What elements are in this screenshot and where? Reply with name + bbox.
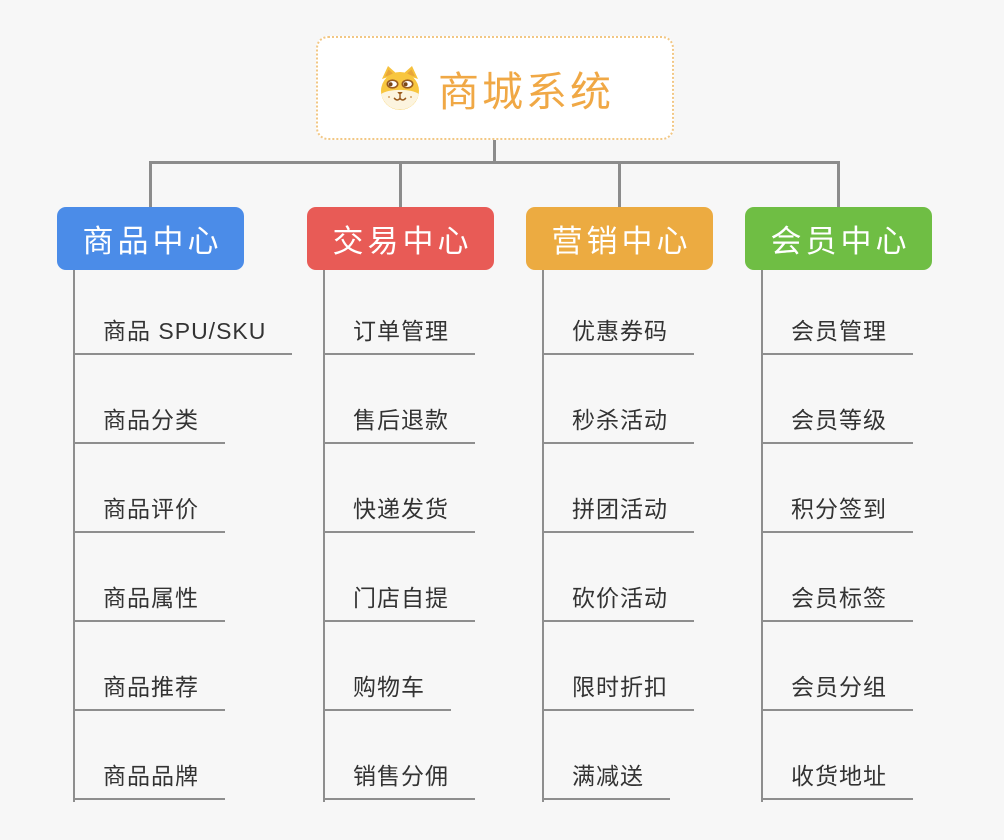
child-item-coupon-code[interactable]: 优惠券码	[542, 315, 694, 355]
child-item-goods-attribute[interactable]: 商品属性	[73, 582, 225, 622]
child-item-sales-commission[interactable]: 销售分佣	[323, 760, 475, 800]
child-item-store-pickup[interactable]: 门店自提	[323, 582, 475, 622]
branch-column-line	[323, 270, 325, 802]
child-item-bargain-activity[interactable]: 砍价活动	[542, 582, 694, 622]
branch-trade-center: 交易中心 订单管理 售后退款 快递发货 门店自提 购物车 销售分佣	[307, 207, 494, 807]
root-title: 商城系统	[438, 69, 614, 115]
connector-stub-member	[837, 161, 840, 207]
child-item-group-buy[interactable]: 拼团活动	[542, 493, 694, 533]
child-item-goods-spu-sku[interactable]: 商品 SPU/SKU	[73, 315, 293, 355]
child-item-shopping-cart[interactable]: 购物车	[323, 671, 451, 711]
child-item-points-checkin[interactable]: 积分签到	[761, 493, 913, 533]
branch-column-line	[542, 270, 544, 802]
connector-horizontal-line	[149, 161, 840, 164]
child-item-goods-recommend[interactable]: 商品推荐	[73, 671, 225, 711]
child-item-member-group[interactable]: 会员分组	[761, 671, 913, 711]
child-item-member-management[interactable]: 会员管理	[761, 315, 913, 355]
branch-member-center: 会员中心 会员管理 会员等级 积分签到 会员标签 会员分组 收货地址	[745, 207, 932, 807]
branch-marketing-center: 营销中心 优惠券码 秒杀活动 拼团活动 砍价活动 限时折扣 满减送	[526, 207, 713, 807]
child-item-member-tag[interactable]: 会员标签	[761, 582, 913, 622]
root-node[interactable]: 商城系统	[316, 36, 674, 140]
child-item-aftersale-refund[interactable]: 售后退款	[323, 404, 475, 444]
child-item-goods-brand[interactable]: 商品品牌	[73, 760, 225, 800]
child-item-goods-category[interactable]: 商品分类	[73, 404, 225, 444]
connector-stub-trade	[399, 161, 402, 207]
branch-column-line	[761, 270, 763, 802]
branch-node-goods-center[interactable]: 商品中心	[57, 207, 244, 270]
child-item-goods-review[interactable]: 商品评价	[73, 493, 225, 533]
dog-face-icon	[376, 64, 424, 112]
connector-stub-goods	[149, 161, 152, 207]
child-item-full-reduction[interactable]: 满减送	[542, 760, 670, 800]
connector-stub-marketing	[618, 161, 621, 207]
child-item-flash-sale[interactable]: 秒杀活动	[542, 404, 694, 444]
branch-node-member-center[interactable]: 会员中心	[745, 207, 932, 270]
branch-node-trade-center[interactable]: 交易中心	[307, 207, 494, 270]
branch-node-marketing-center[interactable]: 营销中心	[526, 207, 713, 270]
child-item-express-shipping[interactable]: 快递发货	[323, 493, 475, 533]
child-item-shipping-address[interactable]: 收货地址	[761, 760, 913, 800]
child-item-limited-time-discount[interactable]: 限时折扣	[542, 671, 694, 711]
child-item-order-management[interactable]: 订单管理	[323, 315, 475, 355]
connector-root-stem	[493, 140, 496, 163]
branch-column-line	[73, 270, 75, 802]
branch-goods-center: 商品中心 商品 SPU/SKU 商品分类 商品评价 商品属性 商品推荐 商品品牌	[57, 207, 293, 807]
child-item-member-level[interactable]: 会员等级	[761, 404, 913, 444]
